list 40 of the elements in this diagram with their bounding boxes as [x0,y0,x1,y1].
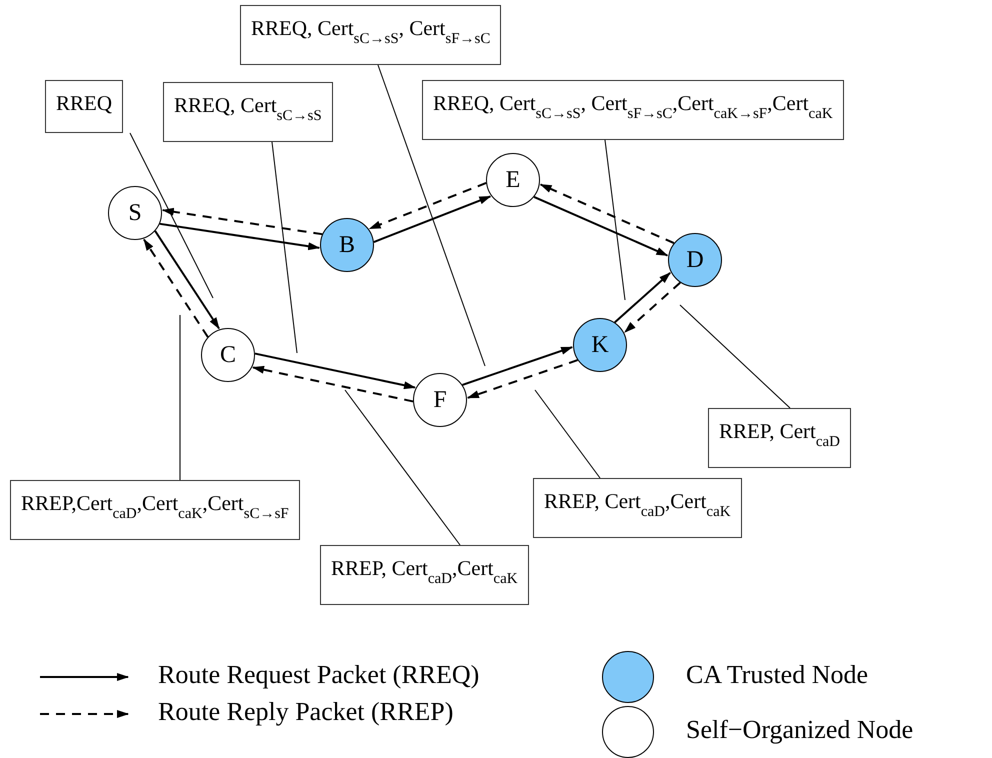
arrow [540,184,674,244]
packet-label: RREP,Cert$_{caD}$,Cert$_{caK}$,Cert$_{sC→sF}$ [10,480,300,540]
arrow [254,352,416,390]
network-node: D [668,233,722,287]
packet-label: RREP, Cert$_{caD}$ [708,408,852,468]
leader-line [344,390,460,546]
network-node: S [108,186,162,240]
arrow [373,195,492,243]
arrow [534,196,668,256]
arrow [368,182,487,230]
packet-label: RREP, Cert$_{caD}$,Cert$_{caK}$ [320,545,529,605]
packet-label: RREQ, Cert$_{sC→sS}$ [163,82,333,142]
arrow [624,282,681,333]
legend-text: CA Trusted Node [686,660,868,690]
arrow [252,366,414,402]
legend-text: Self−Organized Node [686,715,914,745]
leader-line [534,390,600,478]
arrow [160,222,320,250]
packet-label: RREQ, Cert$_{sC→sS}$, Cert$_{sF→sC}$ [240,5,502,65]
arrow [162,208,322,236]
network-node: F [413,373,467,427]
arrow [143,238,209,338]
network-node: B [320,218,374,272]
legend-text: Route Request Packet (RREQ) [158,660,480,690]
arrow [462,346,574,386]
packet-label: RREQ, Cert$_{sC→sS}$, Cert$_{sF→sC}$,Cert$_{caK→sF}$,Cert$_{caK}$ [422,80,844,140]
leader-line [378,64,486,366]
packet-label: RREQ [45,80,124,133]
legend-text: Route Reply Packet (RREP) [158,697,454,727]
arrow [614,272,671,324]
leader-line [272,142,298,354]
arrow [466,359,578,399]
network-node: C [201,328,255,382]
network-node: E [486,153,540,207]
leader-line [130,132,214,298]
packet-label: RREP, Cert$_{caD}$,Cert$_{caK}$ [533,478,742,538]
leader-line [604,140,626,300]
arrow [154,230,220,330]
network-node: K [573,318,627,372]
leader-line [680,304,790,408]
